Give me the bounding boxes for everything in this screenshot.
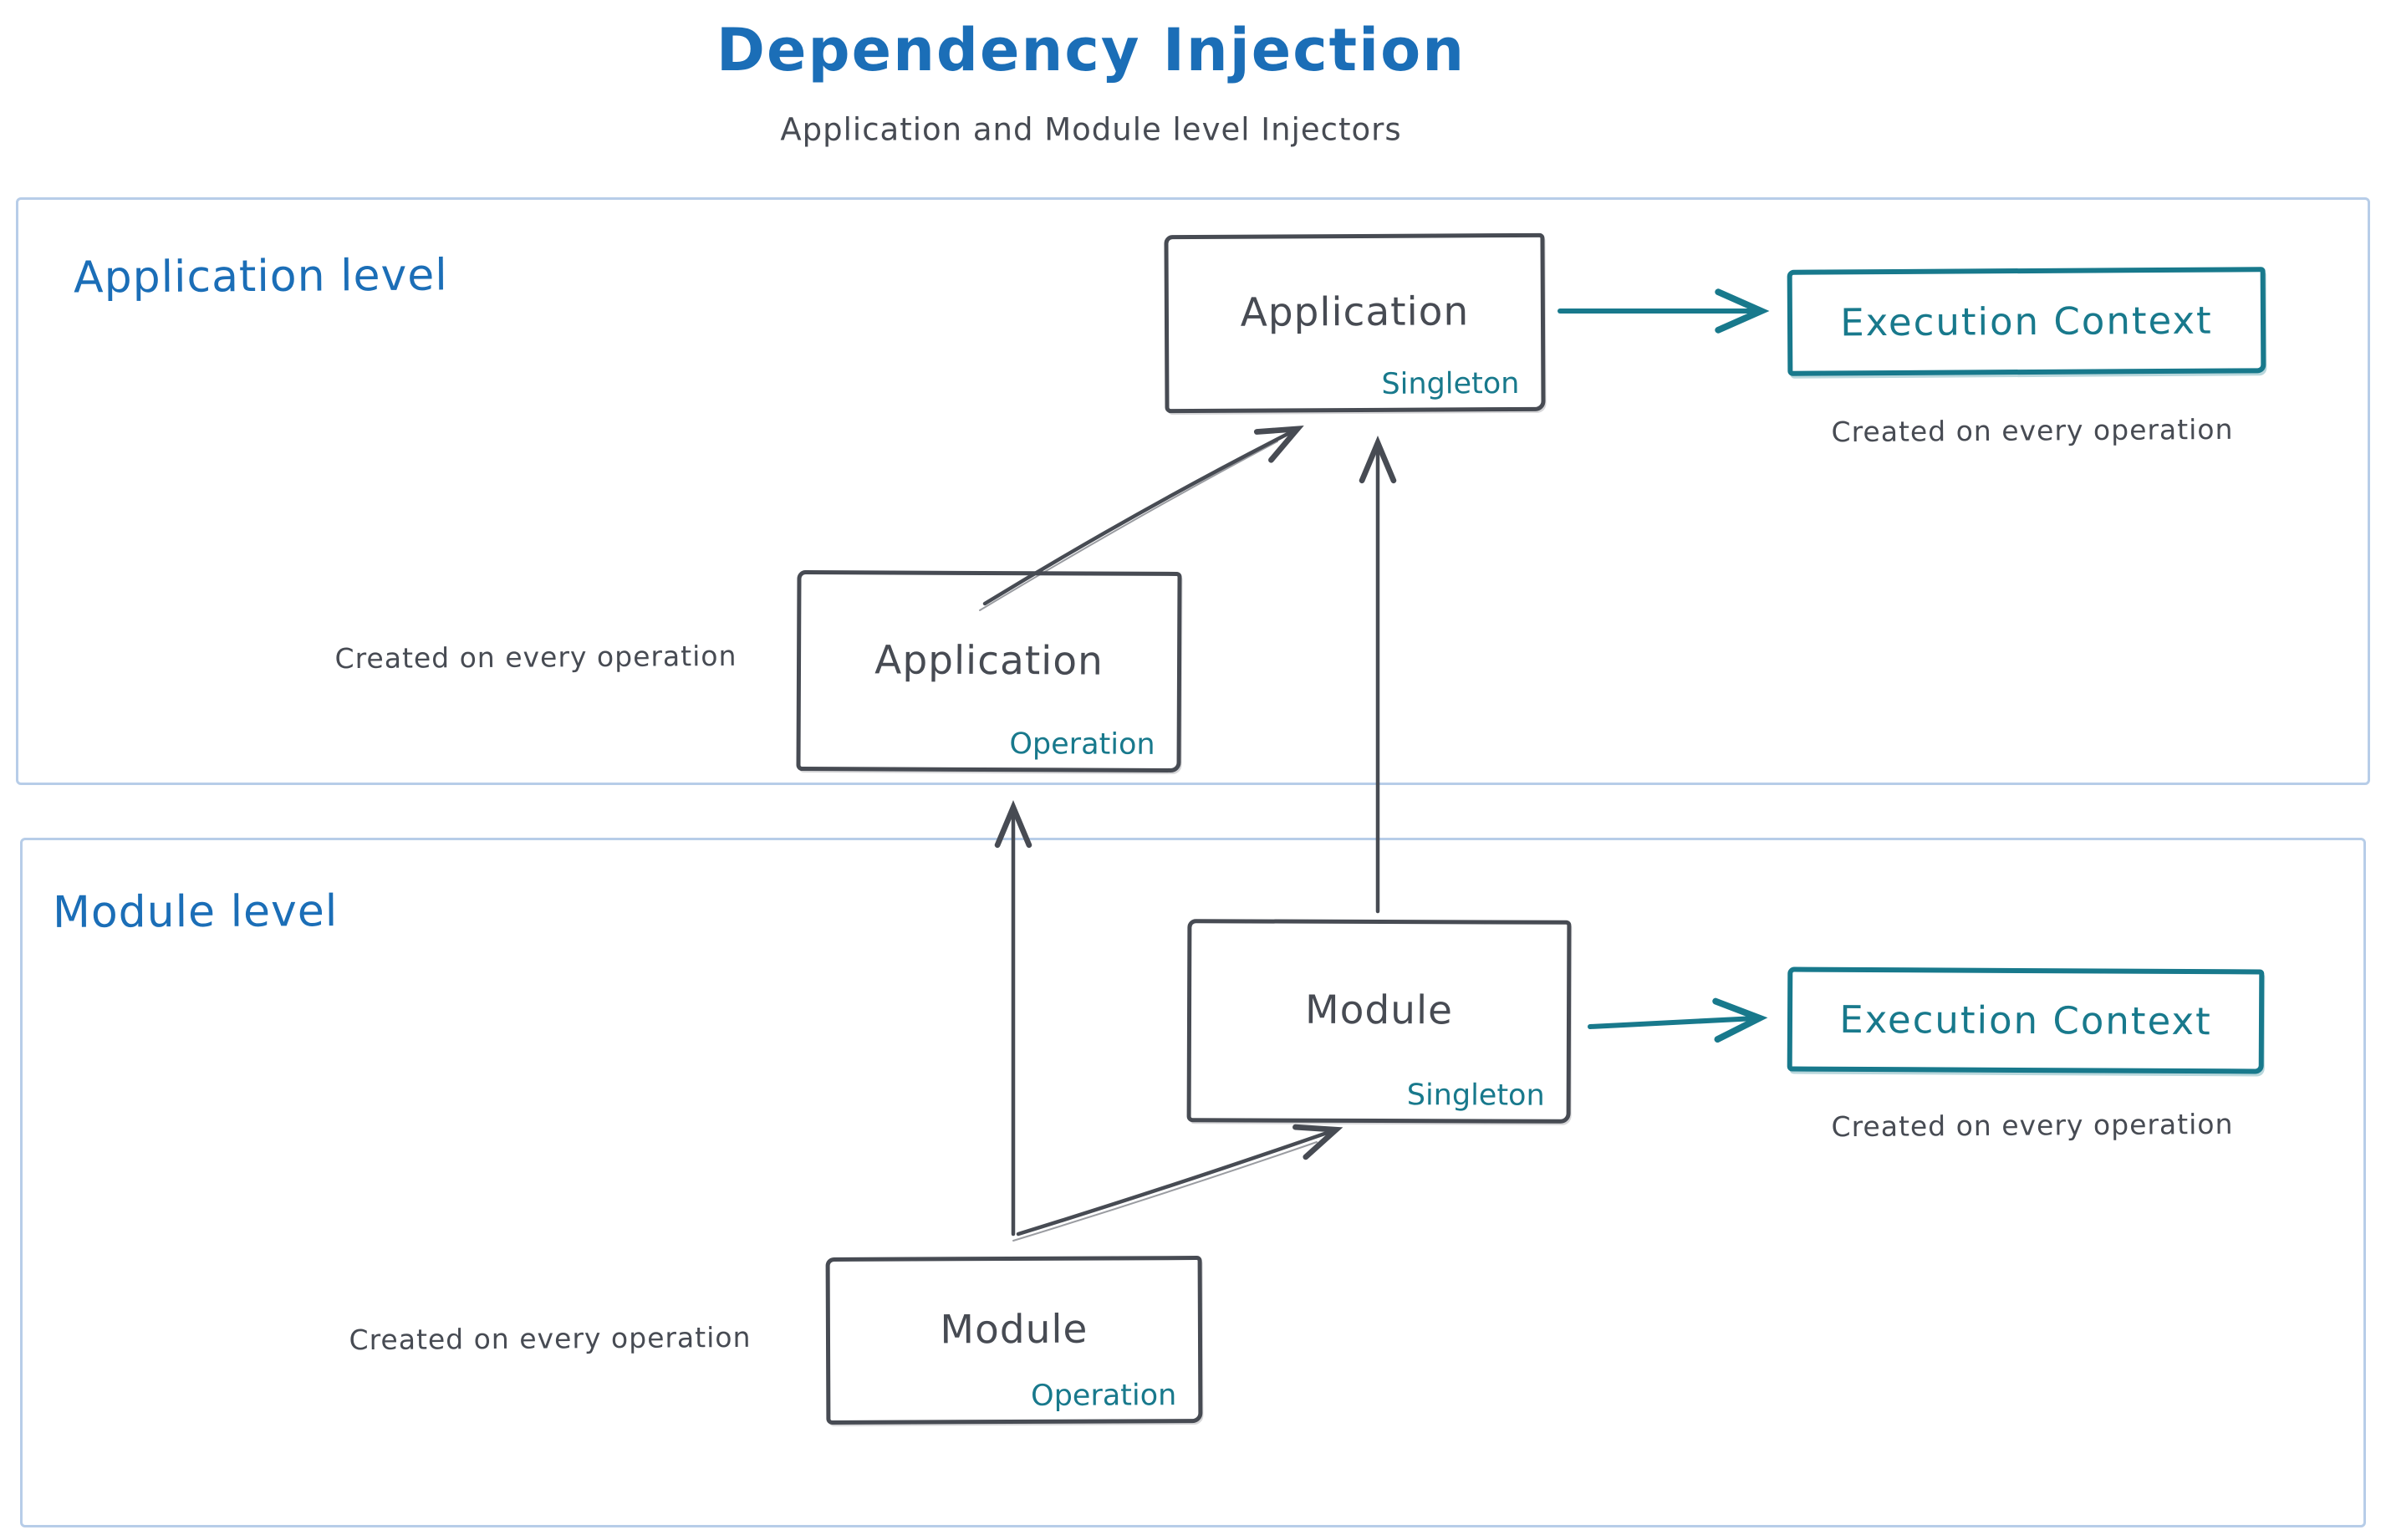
module-level-label: Module level [52,886,339,938]
module-operation-note: Created on every operation [349,1320,752,1357]
module-singleton-tag: Singleton [1406,1079,1545,1113]
application-singleton-tag: Singleton [1381,366,1520,401]
module-singleton-title: Module [1304,987,1454,1034]
module-operation-tag: Operation [1031,1379,1177,1413]
application-execution-context-note: Created on every operation [1831,412,2234,449]
application-level-section: Application level Application Singleton … [16,197,2370,785]
module-execution-context-title: Execution Context [1839,997,2212,1044]
module-execution-context-box: Execution Context [1787,966,2265,1074]
application-operation-tag: Operation [1009,727,1155,762]
application-execution-context-box: Execution Context [1787,267,2266,376]
application-operation-title: Application [874,636,1104,685]
application-operation-note: Created on every operation [334,639,737,676]
application-operation-box: Application Operation [796,569,1182,773]
application-level-label: Application level [73,250,448,303]
module-singleton-box: Module Singleton [1186,919,1572,1124]
module-operation-title: Module [940,1306,1088,1353]
module-execution-context-note: Created on every operation [1831,1107,2234,1144]
application-singleton-box: Application Singleton [1164,232,1546,414]
module-level-section: Module level Module Singleton Module Ope… [20,838,2366,1527]
application-singleton-title: Application [1240,288,1470,336]
diagram-title: Dependency Injection [716,16,1466,84]
diagram-subtitle: Application and Module level Injectors [780,111,1402,148]
application-execution-context-title: Execution Context [1840,298,2213,345]
module-operation-box: Module Operation [825,1256,1203,1425]
